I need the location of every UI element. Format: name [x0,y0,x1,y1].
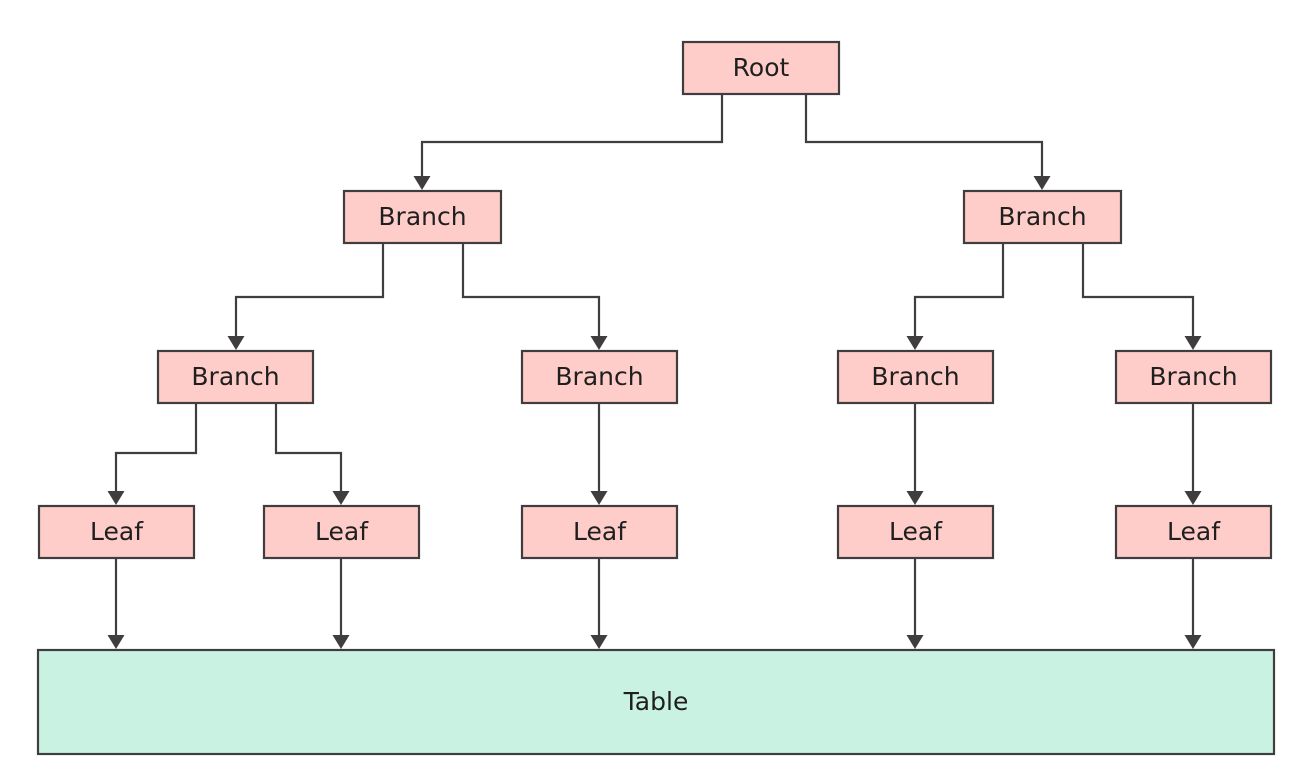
arrow-head-icon [1033,176,1051,190]
node-l1[interactable]: Leaf [37,504,196,560]
edge-branch1b-to-leaf3 [590,403,608,505]
edge-leaf2-to-table [332,558,350,649]
arrow-head-icon [1184,635,1202,649]
edge-line [420,94,724,178]
edge-branch2-to-branch2a [906,243,1005,350]
arrow-head-icon [1184,336,1202,350]
arrow-head-icon [413,176,431,190]
arrow-head-icon [590,491,608,505]
edge-branch1a-to-leaf1 [107,403,198,505]
edge-branch1-to-branch1b [461,243,608,350]
edge-line [234,243,385,338]
edge-branch1-to-branch1a [227,243,385,350]
node-l3[interactable]: Leaf [520,504,679,560]
arrow-head-icon [1184,491,1202,505]
node-box-b1[interactable] [342,189,503,245]
node-table[interactable]: Table [36,648,1276,756]
node-l4[interactable]: Leaf [836,504,995,560]
edge-leaf3-to-table [590,558,608,649]
edge-line [461,243,601,338]
arrow-head-icon [332,491,350,505]
edge-leaf1-to-table [107,558,125,649]
node-box-b1b[interactable] [520,349,679,405]
arrow-head-icon [107,491,125,505]
node-b1b[interactable]: Branch [520,349,679,405]
node-b2a[interactable]: Branch [836,349,995,405]
node-b2[interactable]: Branch [962,189,1123,245]
node-b1a[interactable]: Branch [156,349,315,405]
edge-root-to-branch-right [804,94,1051,190]
edge-root-to-branch-left [413,94,724,190]
edge-line [114,403,198,493]
arrow-head-icon [590,635,608,649]
arrow-head-icon [906,635,924,649]
edge-line [804,94,1044,178]
node-box-l5[interactable] [1114,504,1273,560]
node-l5[interactable]: Leaf [1114,504,1273,560]
arrow-head-icon [107,635,125,649]
edge-line [274,403,343,493]
edge-branch2b-to-leaf5 [1184,403,1202,505]
node-box-table[interactable] [36,648,1276,756]
node-box-l2[interactable] [262,504,421,560]
edge-branch2a-to-leaf4 [906,403,924,505]
edges-layer [107,94,1202,649]
edge-leaf5-to-table [1184,558,1202,649]
node-b1[interactable]: Branch [342,189,503,245]
node-box-root[interactable] [681,40,841,96]
edge-leaf4-to-table [906,558,924,649]
node-box-l3[interactable] [520,504,679,560]
node-b2b[interactable]: Branch [1114,349,1273,405]
node-box-l4[interactable] [836,504,995,560]
node-l2[interactable]: Leaf [262,504,421,560]
node-root[interactable]: Root [681,40,841,96]
arrow-head-icon [332,635,350,649]
node-box-b1a[interactable] [156,349,315,405]
arrow-head-icon [906,491,924,505]
edge-line [1081,243,1195,338]
node-box-b2a[interactable] [836,349,995,405]
arrow-head-icon [227,336,245,350]
node-box-l1[interactable] [37,504,196,560]
node-box-b2[interactable] [962,189,1123,245]
node-box-b2b[interactable] [1114,349,1273,405]
arrow-head-icon [906,336,924,350]
arrow-head-icon [590,336,608,350]
edge-branch2-to-branch2b [1081,243,1202,350]
edge-branch1a-to-leaf2 [274,403,350,505]
edge-line [913,243,1005,338]
